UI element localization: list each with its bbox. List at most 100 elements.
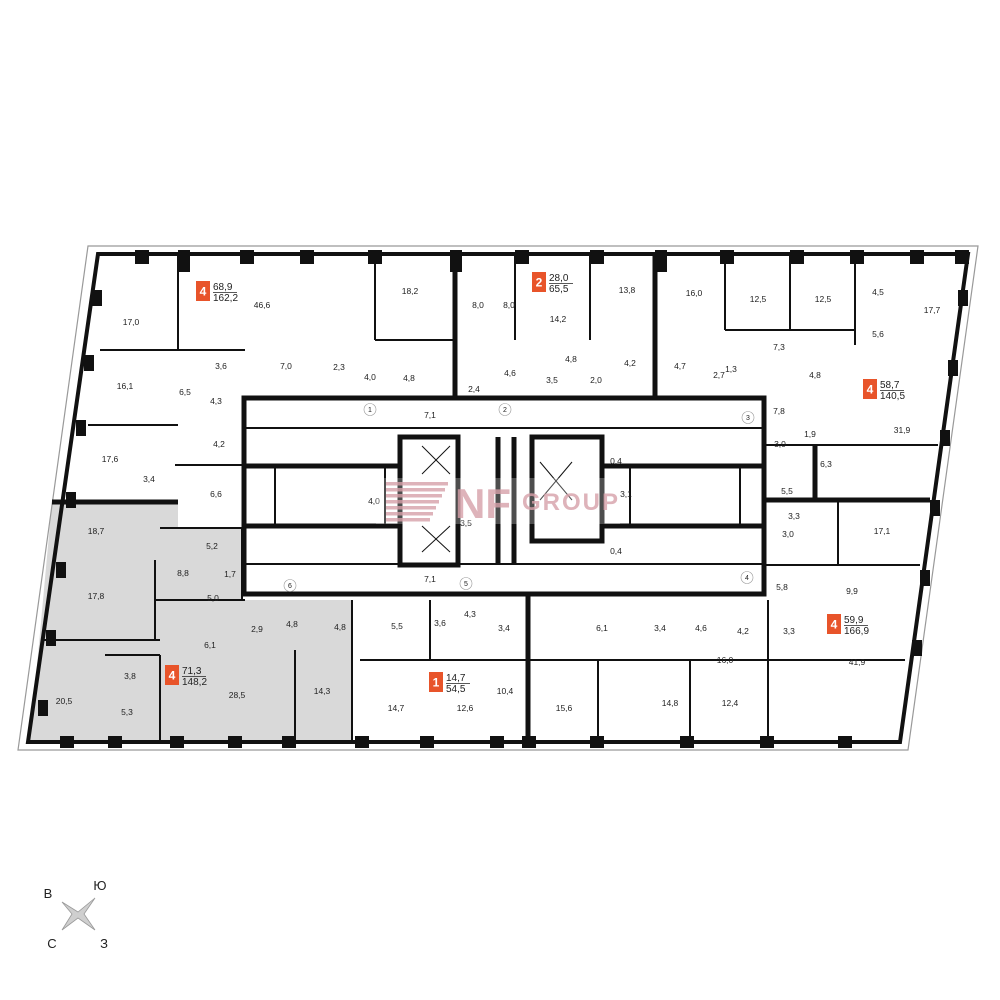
- room-area-label: 2,9: [251, 624, 263, 634]
- door-number-circle: [741, 411, 755, 424]
- partition-walls: [42, 254, 938, 742]
- building-outline-outer: [17, 245, 979, 751]
- room-area-label: 15,6: [556, 703, 573, 713]
- room-area-label: 12,4: [722, 698, 739, 708]
- badge-rooms-box: [863, 379, 877, 399]
- room-area-label: 7,1: [424, 410, 436, 420]
- logo-stripe: [386, 482, 448, 486]
- room-area-label: 17,6: [102, 454, 119, 464]
- room-area-label: 12,5: [815, 294, 832, 304]
- room-area-label: 14,8: [662, 698, 679, 708]
- room-area-label: 3,3: [788, 511, 800, 521]
- door-number: 1: [368, 407, 372, 414]
- highlighted-apartment-area: [30, 502, 352, 742]
- room-area-label: 9,9: [846, 586, 858, 596]
- room-area-label: 31,9: [894, 425, 911, 435]
- room-area-label: 4,7: [674, 361, 686, 371]
- room-area-label: 6,1: [596, 623, 608, 633]
- room-area-label: 6,1: [204, 640, 216, 650]
- badge-total-area: 65,5: [549, 284, 569, 295]
- room-area-label: 4,3: [210, 396, 222, 406]
- door-number-circle: [283, 579, 297, 592]
- room-area-label: 7,1: [424, 574, 436, 584]
- room-area-label: 4,2: [737, 626, 749, 636]
- door-number-circle: [363, 403, 377, 416]
- logo-stripes: [386, 482, 448, 522]
- room-area-label: 13,8: [619, 285, 636, 295]
- room-area-label: 1,7: [224, 569, 236, 579]
- logo-stripe: [386, 512, 433, 516]
- room-area-label: 4,8: [565, 354, 577, 364]
- badge-rooms-box: [165, 665, 179, 685]
- room-area-label: 4,5: [872, 287, 884, 297]
- door-number: 5: [464, 581, 468, 588]
- compass-south-label: Ю: [93, 878, 106, 893]
- nf-group-logo: NF GROUP: [376, 478, 620, 527]
- room-area-label: 4,0: [368, 496, 380, 506]
- badge-living-area: 59,9: [844, 615, 864, 626]
- compass-west-label: З: [100, 936, 108, 951]
- door-number-circle: [498, 403, 512, 416]
- badge-total-area: 54,5: [446, 684, 466, 695]
- room-area-label: 6,6: [210, 489, 222, 499]
- badge-room-count: 4: [867, 383, 874, 397]
- room-area-label: 14,7: [388, 703, 405, 713]
- room-area-label: 3,6: [434, 618, 446, 628]
- badge-room-count: 4: [200, 285, 207, 299]
- room-area-label: 5,3: [121, 707, 133, 717]
- room-area-label: 3,4: [143, 474, 155, 484]
- badge-total-area: 148,2: [182, 677, 207, 688]
- room-area-label: 4,0: [364, 372, 376, 382]
- room-area-label: 6,5: [179, 387, 191, 397]
- room-area-label: 4,6: [695, 623, 707, 633]
- door-number-circle: [459, 577, 473, 590]
- room-area-label: 17,8: [88, 591, 105, 601]
- room-area-label: 2,0: [590, 375, 602, 385]
- room-area-label: 3,4: [498, 623, 510, 633]
- badge-living-area: 71,3: [182, 666, 202, 677]
- room-area-label: 7,8: [773, 406, 785, 416]
- badge-living-area: 28,0: [549, 273, 569, 284]
- badge-rooms-box: [429, 672, 443, 692]
- room-area-label: 5,6: [872, 329, 884, 339]
- room-area-label: 3,6: [215, 361, 227, 371]
- room-area-label: 3,5: [546, 375, 558, 385]
- room-area-label: 12,6: [457, 703, 474, 713]
- room-area-label: 2,3: [333, 362, 345, 372]
- room-area-label: 4,2: [213, 439, 225, 449]
- logo-stripe: [386, 506, 436, 510]
- room-area-label: 8,0: [503, 300, 515, 310]
- room-area-label: 4,8: [809, 370, 821, 380]
- room-area-label: 8,8: [177, 568, 189, 578]
- room-area-label: 14,3: [314, 686, 331, 696]
- room-area-label: 4,8: [403, 373, 415, 383]
- room-area-label: 0,4: [610, 456, 622, 466]
- badge-rooms-box: [827, 614, 841, 634]
- logo-stripe: [386, 518, 430, 522]
- room-area-label: 4,8: [286, 619, 298, 629]
- room-area-label: 2,7: [713, 370, 725, 380]
- room-area-label: 7,3: [773, 342, 785, 352]
- badge-room-count: 1: [433, 676, 440, 690]
- logo-word: GROUP: [522, 489, 620, 516]
- room-area-label: 5,5: [391, 621, 403, 631]
- door-number: 6: [288, 583, 292, 590]
- room-area-label: 18,7: [88, 526, 105, 536]
- compass-north-label: С: [47, 936, 56, 951]
- room-area-label: 41,9: [849, 657, 866, 667]
- logo-stripe: [386, 500, 439, 504]
- building-outline-inner: [25, 252, 971, 744]
- room-area-label: 8,0: [472, 300, 484, 310]
- room-area-label: 10,4: [497, 686, 514, 696]
- room-area-label: 17,0: [123, 317, 140, 327]
- logo-mark: NF: [455, 480, 511, 527]
- room-area-label: 3,4: [654, 623, 666, 633]
- room-area-label: 3,8: [124, 671, 136, 681]
